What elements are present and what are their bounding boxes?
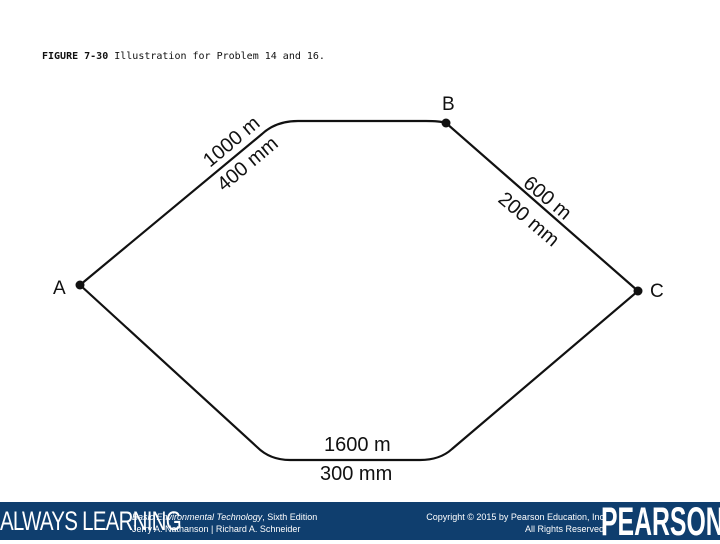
pipe-network-diagram: A B C 1000 m 400 mm 600 m 200 mm 1600 m … [53,94,664,485]
pipe-b-c [444,121,640,293]
rights-text: All Rights Reserved [524,524,604,534]
pipe-ac-length-label: 1600 m [324,434,391,456]
book-title: Basic Environmental Technology [132,512,263,522]
copyright-text: Copyright © 2015 by Pearson Education, I… [426,512,604,522]
figure-label: FIGURE 7-30 [42,51,109,62]
figure-caption-text: Illustration for Problem 14 and 16. [114,51,325,62]
pipe-a-c [78,283,640,462]
node-a-label: A [53,278,66,299]
copyright-info: Copyright © 2015 by Pearson Education, I… [426,511,604,535]
always-learning-logo: ALWAYS LEARNING [0,506,182,536]
node-b-label: B [442,94,455,115]
pipe-a-b [78,119,448,287]
book-authors: Jerry A. Nathanson | Richard A. Schneide… [132,524,301,534]
node-c-point [633,286,643,296]
node-a-point [75,280,85,290]
figure-caption: FIGURE 7-30 Illustration for Problem 14 a… [42,51,325,62]
footer-bar: ALWAYS LEARNING Basic Environmental Tech… [0,500,720,544]
node-c-label: C [650,281,664,302]
node-b-point [441,118,451,128]
book-edition: , Sixth Edition [262,512,318,522]
pipe-ac-diameter-label: 300 mm [320,463,392,485]
book-info: Basic Environmental Technology, Sixth Ed… [132,511,317,535]
pearson-logo: PEARSON [601,500,720,544]
